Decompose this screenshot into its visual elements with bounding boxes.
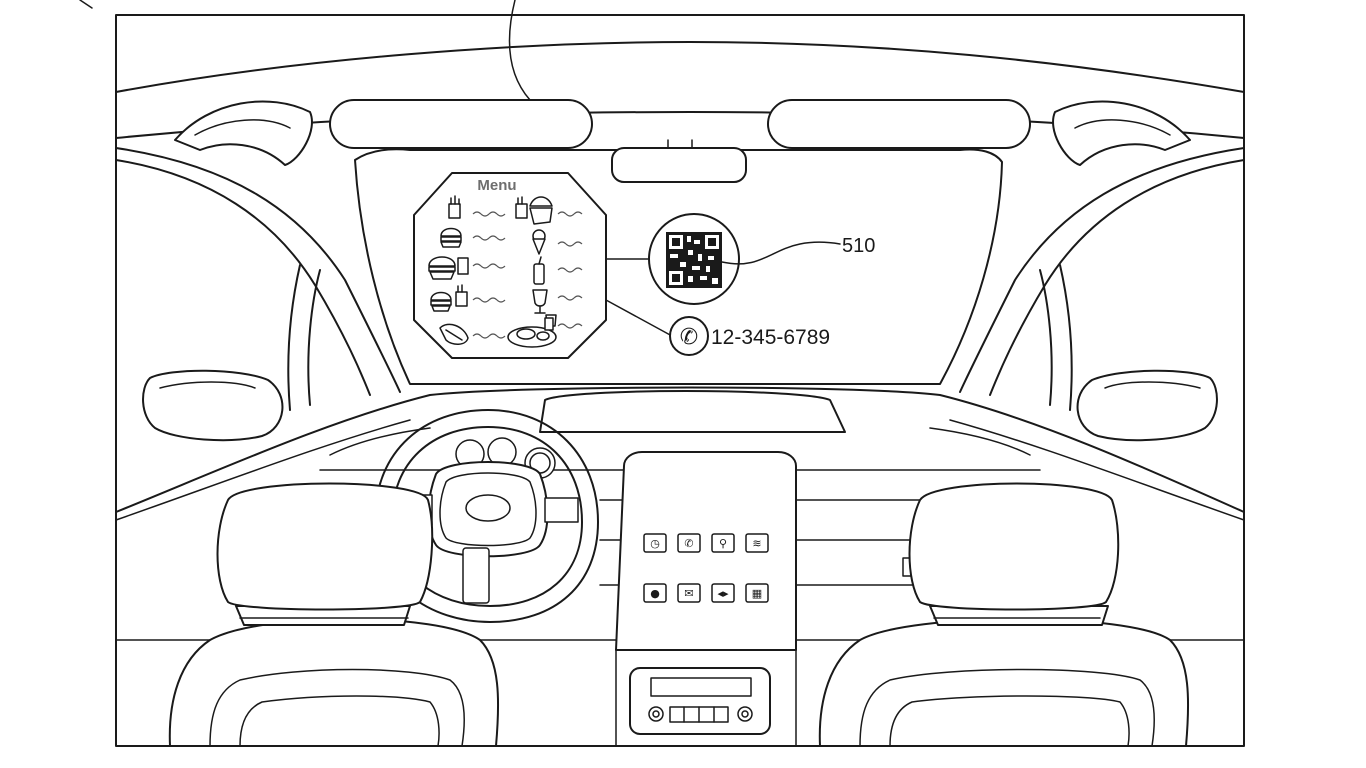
menu-title: Menu (477, 177, 516, 194)
left-pillar (115, 147, 401, 411)
map-pin-icon: ⚲ (719, 537, 727, 550)
seat-left (168, 482, 500, 747)
phone-handset-icon: ✆ (669, 316, 709, 356)
steering-wheel (374, 409, 599, 623)
reference-label: 510 (842, 235, 875, 257)
mail-icon: ✉ (684, 587, 693, 600)
figure-frame (115, 14, 1245, 747)
phone-icon: ✆ (684, 537, 693, 550)
menu-item-plate-right (507, 317, 583, 348)
console-buttons-row2: ● ✉ ◂▸ ▦ (643, 583, 769, 603)
console-button-7[interactable] (711, 583, 735, 603)
menu-item-burrito-left (439, 323, 506, 345)
clock-icon: ◷ (650, 537, 660, 550)
hud-menu-panel: Menu (413, 172, 607, 359)
console-button-3[interactable] (711, 533, 735, 553)
side-mirror-right (1076, 369, 1218, 442)
connector-menu-to-phone (605, 299, 673, 337)
right-pillar (959, 147, 1245, 411)
grab-handle-right (1052, 100, 1191, 166)
apps-grid-icon: ▦ (752, 587, 762, 600)
menu-item-burger-left (440, 227, 506, 248)
car-roof (115, 41, 1245, 149)
phone-number: 12-345-6789 (711, 326, 830, 349)
grab-handle-left (174, 100, 313, 166)
center-console (615, 451, 797, 747)
menu-item-fries-left (448, 195, 506, 219)
rearview-mirror (611, 139, 747, 183)
console-buttons-row1: ◷ ✆ ⚲ ≋ (643, 533, 769, 553)
console-button-8[interactable] (745, 583, 769, 603)
media-icon: ◂▸ (717, 587, 729, 600)
menu-item-burger-fries-left (430, 284, 506, 312)
svg-text:✆: ✆ (680, 325, 698, 350)
console-button-4[interactable] (745, 533, 769, 553)
side-mirror-left (142, 369, 284, 442)
seat-right (818, 482, 1190, 747)
menu-item-combo-right (515, 196, 583, 225)
console-button-1[interactable] (643, 533, 667, 553)
corner-arrow-mark (79, 0, 93, 9)
menu-item-burger-drink-left (428, 256, 506, 280)
reference-leader-510 (721, 241, 841, 265)
record-icon: ● (650, 587, 660, 600)
console-button-5[interactable] (643, 583, 667, 603)
menu-item-ice-cream-right (532, 229, 583, 255)
console-button-6[interactable] (677, 583, 701, 603)
qr-code-icon (648, 213, 740, 305)
console-button-2[interactable] (677, 533, 701, 553)
wireless-icon: ≋ (752, 537, 761, 550)
menu-item-drink-right (533, 256, 583, 285)
